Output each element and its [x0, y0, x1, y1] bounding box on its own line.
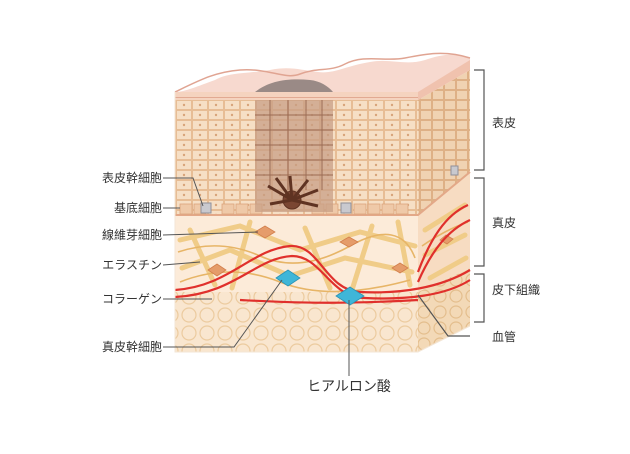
label-hyaluronic-acid: ヒアルロン酸	[307, 379, 391, 395]
label-elastin: エラスチン	[102, 258, 162, 272]
label-epidermal-stem-cell: 表皮幹細胞	[101, 171, 162, 185]
label-dermis: 真皮	[492, 216, 517, 230]
epidermal-stem-cell	[200, 202, 212, 214]
left-leader-lines	[162, 177, 350, 376]
label-collagen: コラーゲン	[101, 292, 162, 306]
collagen-fibers	[177, 202, 469, 293]
melanocyte-column	[255, 98, 333, 212]
label-epidermis: 表皮	[492, 116, 517, 130]
label-dermal-stem-cell: 真皮幹細胞	[101, 340, 162, 354]
label-fibroblast: 線維芽細胞	[101, 228, 162, 242]
layer-brackets	[417, 69, 485, 337]
hypodermis-layer	[175, 268, 470, 352]
label-basal-cell: 基底細胞	[113, 201, 162, 215]
blood-vessels	[174, 203, 471, 304]
fibroblast-cells	[207, 225, 454, 277]
label-hypodermis: 皮下組織	[492, 283, 541, 297]
epidermis-layer	[175, 70, 471, 216]
label-blood-vessel: 血管	[492, 330, 517, 344]
stratum-corneum	[174, 52, 471, 100]
hyaluronic-acid-marks	[275, 269, 365, 306]
